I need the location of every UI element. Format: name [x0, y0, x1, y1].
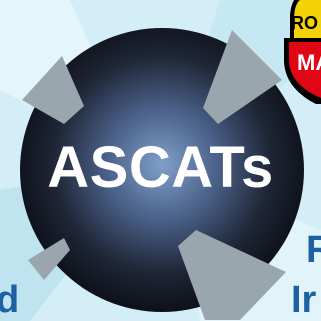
- wedge-bottom-right: [178, 230, 286, 320]
- background-text-fragment-right-bottom: Ir: [291, 279, 317, 321]
- background-text-fragment-right-top: R: [306, 229, 321, 271]
- badge-bottom-text: MA: [297, 50, 321, 75]
- badge-top-text: RO: [291, 13, 318, 33]
- wedge-bottom-left: [28, 238, 70, 280]
- wedge-top-left: [22, 56, 84, 124]
- road-sign-badge: [284, 0, 321, 104]
- wedge-top-right: [203, 30, 282, 124]
- background-text-fragment-left: d: [0, 279, 20, 321]
- logo-title: ASCATs: [47, 135, 274, 200]
